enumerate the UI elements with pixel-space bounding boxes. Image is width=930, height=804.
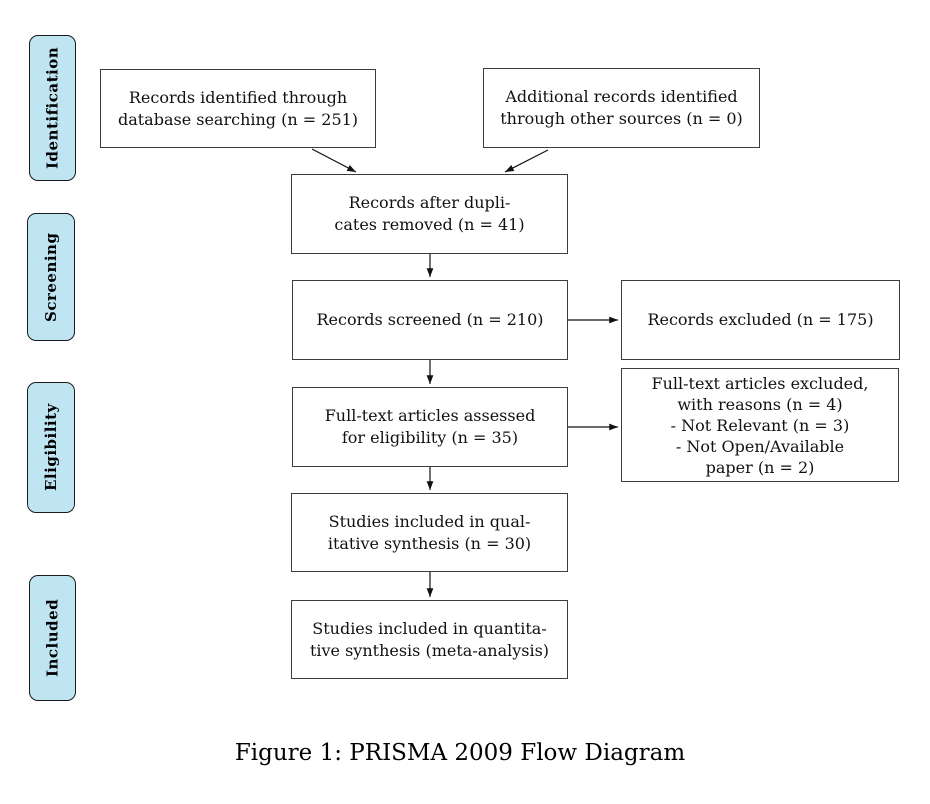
flow-box-quantitative-synthesis: Studies included in quantita-tive synthe…: [291, 600, 568, 679]
stage-label-screening: Screening: [27, 213, 75, 341]
flow-box-records-excluded: Records excluded (n = 175): [621, 280, 900, 360]
stage-label-eligibility: Eligibility: [27, 382, 75, 513]
arrow-identified-to-duplicates: [311, 148, 357, 173]
flow-box-fulltext-excluded: Full-text articles excluded,with reasons…: [621, 368, 899, 482]
flow-box-qualitative-synthesis: Studies included in qual-itative synthes…: [291, 493, 568, 572]
flow-box-records-screened: Records screened (n = 210): [292, 280, 568, 360]
stage-label-included: Included: [29, 575, 76, 701]
arrow-additional-to-duplicates: [504, 149, 549, 173]
figure-caption: Figure 1: PRISMA 2009 Flow Diagram: [234, 740, 686, 766]
flow-box-duplicates-removed: Records after dupli-cates removed (n = 4…: [291, 174, 568, 254]
stage-label-identification: Identification: [29, 35, 76, 181]
